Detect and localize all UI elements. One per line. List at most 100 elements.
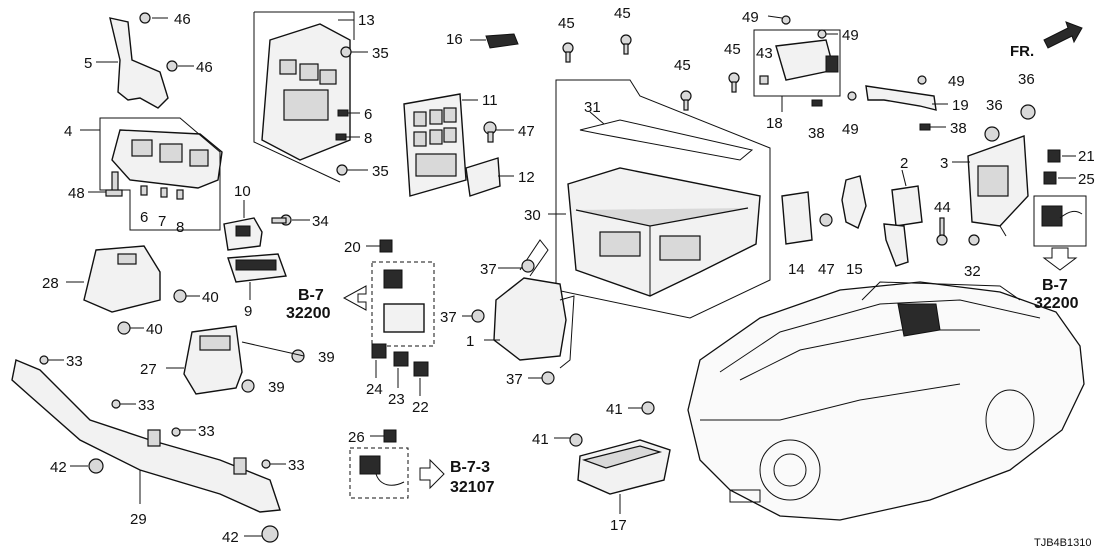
part-28-module [83,245,161,313]
part-14-module [781,191,813,245]
callout-41-b: 41 [532,431,549,448]
callout-39-b: 39 [268,379,285,396]
part-25-relay [1043,171,1057,185]
callout-23: 23 [388,391,405,408]
callout-17: 17 [610,517,627,534]
callout-13: 13 [358,12,375,29]
callout-34: 34 [312,213,329,230]
callout-8-b: 8 [364,130,372,147]
part-36-nut-b [1020,104,1036,120]
callout-33-b: 33 [138,397,155,414]
callout-41: 41 [606,401,623,418]
part-37-nut-c [541,371,555,385]
callout-35-b: 35 [372,163,389,180]
part-39-nut-b [241,379,255,393]
part-27-module [183,325,243,395]
part-20-relay [379,239,393,253]
callout-3: 3 [940,155,948,172]
part-44-bolt [936,217,948,246]
diagram-code: TJB4B1310 [1034,537,1091,549]
part-31-gasket [579,119,754,161]
callout-6-b: 6 [364,106,372,123]
callout-1: 1 [466,333,474,350]
callout-49-b: 49 [842,27,859,44]
callout-49-d: 49 [948,73,965,90]
callout-47: 47 [518,123,535,140]
callout-12: 12 [518,169,535,186]
callout-9: 9 [244,303,252,320]
part-43-clip [759,75,769,85]
callout-42: 42 [50,459,67,476]
callout-40-b: 40 [146,321,163,338]
part-47-bolt [483,121,497,143]
callout-49: 49 [742,9,759,26]
callout-46: 46 [174,11,191,28]
part-24-22-23-relays [371,343,429,377]
part-47-bolt-b [819,213,833,227]
vehicle-outline [687,281,1085,521]
callout-10: 10 [234,183,251,200]
ref-right-part[interactable]: 32200 [1034,295,1079,312]
ref-left-part[interactable]: 32200 [286,305,331,322]
ref-bottom-section[interactable]: B-7-3 [450,459,490,476]
part-36-nut [984,126,1000,142]
callout-33: 33 [66,353,83,370]
ref-bottom[interactable]: B-7-3 32107 [450,459,495,496]
arrow-left-icon [342,285,367,311]
callout-5: 5 [84,55,92,72]
part-37-nut [521,259,535,273]
ref-right-section[interactable]: B-7 [1042,277,1068,294]
callout-38-b: 38 [950,120,967,137]
callout-11: 11 [482,92,498,109]
callout-24: 24 [366,381,383,398]
callout-49-c: 49 [842,121,859,138]
callout-18: 18 [766,115,783,132]
callout-48: 48 [68,185,85,202]
part-41-nut [569,433,583,447]
part-7-clip [160,187,168,198]
callout-33-d: 33 [288,457,305,474]
callout-32: 32 [964,263,981,280]
callout-47-b: 47 [818,261,835,278]
relay-block [383,303,425,333]
part-40-nut [173,289,187,303]
part-11-module [403,93,467,197]
callout-19: 19 [952,97,969,114]
callout-22: 22 [412,399,429,416]
part-42-clips [88,458,279,543]
part-34-bolt [271,214,292,226]
part-15-bracket [841,175,867,229]
callout-16: 16 [446,31,463,48]
part-21-relay [1047,149,1061,163]
part-17-module [577,439,671,495]
ref-right[interactable]: B-7 32200 [1034,277,1079,312]
part-16-connector [485,33,519,49]
part-37-nut-b [471,309,485,323]
part-26-relay [383,429,397,443]
callout-39: 39 [318,349,335,366]
callout-31: 31 [584,99,601,116]
part-3-bracket [967,135,1029,237]
callout-4: 4 [64,123,72,140]
part-38-clip-b [919,123,931,131]
callout-38: 38 [808,125,825,142]
callout-45-b: 45 [614,5,631,22]
ref-bottom-part[interactable]: 32107 [450,479,495,496]
callout-40: 40 [202,289,219,306]
ref-left-section[interactable]: B-7 [298,287,324,304]
callout-45-d: 45 [724,41,741,58]
callout-35: 35 [372,45,389,62]
callout-45-c: 45 [674,57,691,74]
callout-14: 14 [788,261,805,278]
callout-37-c: 37 [506,371,523,388]
part-12-bracket [465,157,501,197]
connector-right [1041,205,1063,227]
ref-left[interactable]: B-7 32200 [286,287,331,322]
callout-21: 21 [1078,148,1095,165]
callout-25: 25 [1078,171,1095,188]
part-40-nut-b [117,321,131,335]
callout-29: 29 [130,511,147,528]
callout-44: 44 [934,199,951,216]
part-32-bolt [968,234,980,246]
